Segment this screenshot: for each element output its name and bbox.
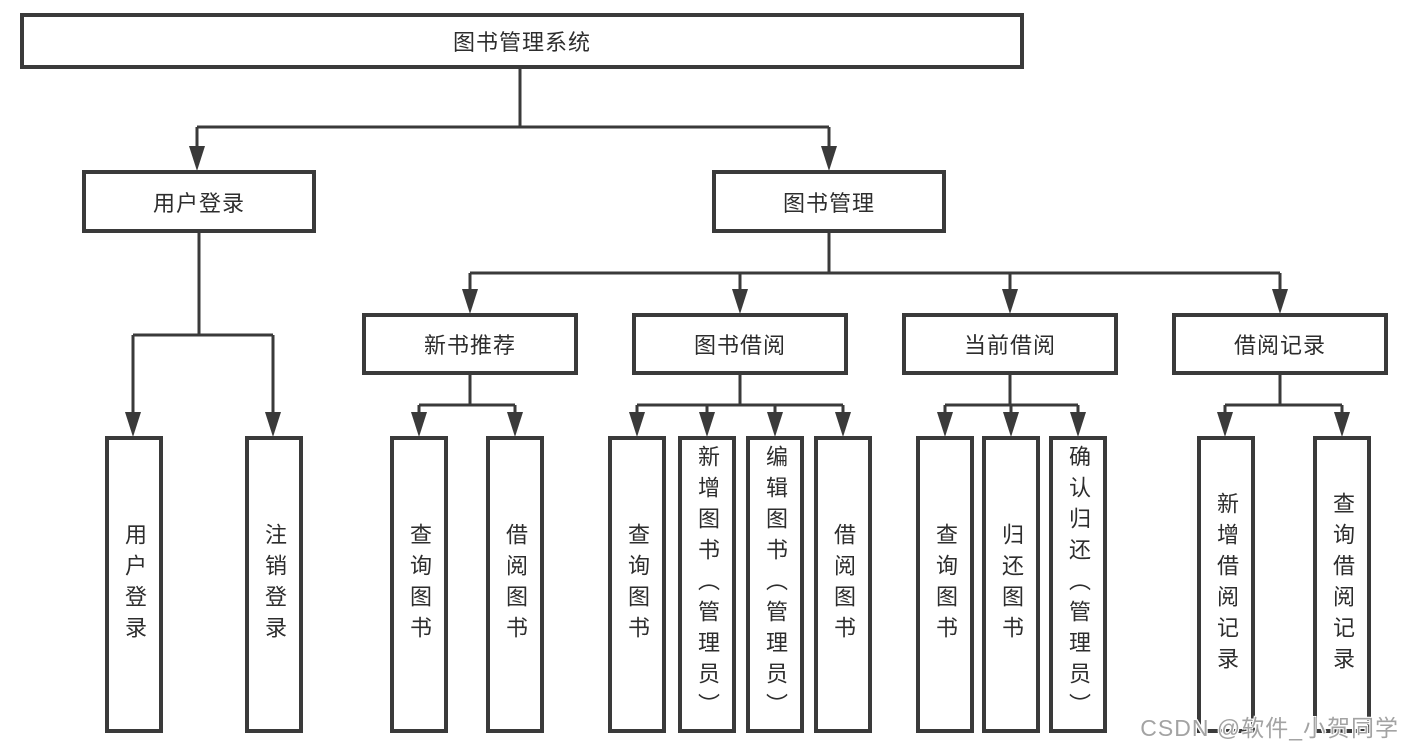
node-label: 图书借阅: [693, 333, 786, 358]
leaf-logout: 注销登录: [245, 436, 303, 733]
leaf-label: 确认归还（管理员）: [1066, 445, 1091, 724]
leaf-label: 新增借阅记录: [1214, 491, 1239, 678]
leaf-borrow-query-book: 查询图书: [608, 436, 666, 733]
csdn-watermark: CSDN @软件_小贺同学: [1140, 715, 1399, 741]
node-new-book-recommend: 新书推荐: [362, 313, 578, 375]
node-system-root: 图书管理系统: [20, 13, 1024, 69]
leaf-label: 用户登录: [122, 522, 147, 647]
leaf-label: 归还图书: [999, 522, 1024, 647]
leaf-label: 查询图书: [407, 522, 432, 647]
leaf-record-query-borrow-record: 查询借阅记录: [1313, 436, 1371, 733]
leaf-current-query-book: 查询图书: [916, 436, 974, 733]
node-book-borrow: 图书借阅: [632, 313, 848, 375]
node-label: 用户登录: [152, 190, 245, 216]
leaf-user-login: 用户登录: [105, 436, 163, 733]
leaf-borrow-edit-book-admin: 编辑图书（管理员）: [746, 436, 804, 733]
leaf-label: 借阅图书: [503, 522, 528, 647]
node-label: 借阅记录: [1233, 333, 1326, 358]
leaf-label: 查询图书: [625, 522, 650, 647]
node-label: 图书管理系统: [452, 30, 591, 55]
leaf-record-add-borrow-record: 新增借阅记录: [1197, 436, 1255, 733]
leaf-label: 编辑图书（管理员）: [763, 445, 788, 724]
leaf-label: 查询图书: [933, 522, 958, 647]
leaf-recommend-borrow-book: 借阅图书: [486, 436, 544, 733]
node-label: 当前借阅: [963, 333, 1056, 358]
node-borrow-record: 借阅记录: [1172, 313, 1388, 375]
leaf-recommend-query-book: 查询图书: [390, 436, 448, 733]
leaf-current-return-book: 归还图书: [982, 436, 1040, 733]
leaf-borrow-borrow-book: 借阅图书: [814, 436, 872, 733]
leaf-label: 查询借阅记录: [1330, 491, 1355, 678]
leaf-label: 借阅图书: [831, 522, 856, 647]
node-book-management: 图书管理: [712, 170, 946, 233]
node-label: 图书管理: [782, 190, 875, 216]
node-current-borrow: 当前借阅: [902, 313, 1118, 375]
node-user-login: 用户登录: [82, 170, 316, 233]
node-label: 新书推荐: [423, 333, 516, 358]
leaf-current-confirm-return-admin: 确认归还（管理员）: [1049, 436, 1107, 733]
leaf-label: 注销登录: [262, 522, 287, 647]
leaf-label: 新增图书（管理员）: [695, 445, 720, 724]
arrowhead-icons: [125, 146, 1350, 437]
leaf-borrow-add-book-admin: 新增图书（管理员）: [678, 436, 736, 733]
